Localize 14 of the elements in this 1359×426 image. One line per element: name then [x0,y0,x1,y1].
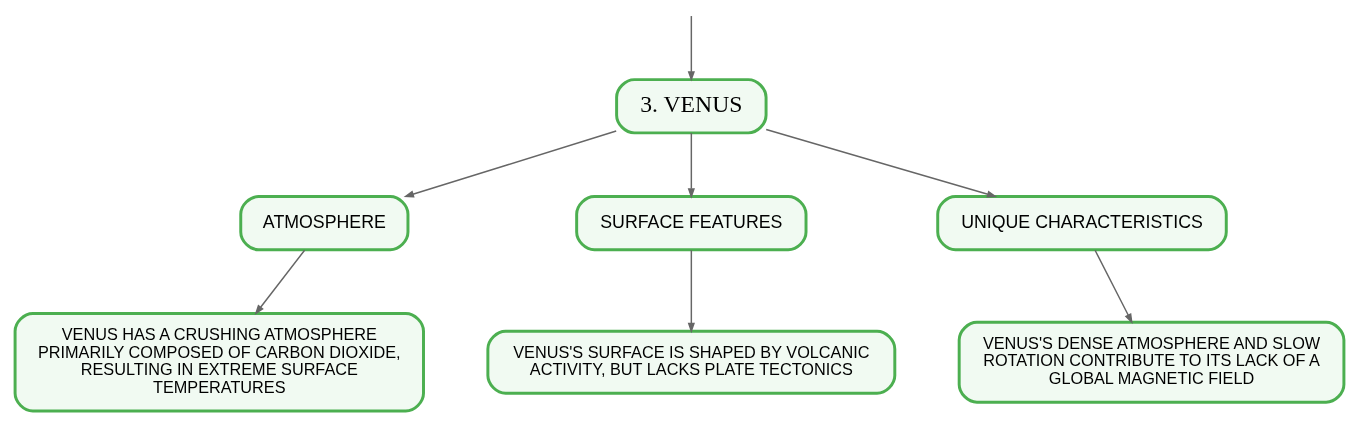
arrow [403,130,617,198]
arrow [687,15,695,82]
arrow [687,249,695,334]
arrow [687,132,695,199]
node-box: 3. VENUS [615,78,768,135]
node-box: ATMOSPHERE [239,195,410,252]
arrow [254,249,306,315]
arrow [1094,249,1133,324]
arrow [765,128,998,198]
node-box: UNIQUE CHARACTERISTICS [936,195,1228,252]
node-box: VENUS HAS A CRUSHING ATMOSPHERE PRIMARILY COMPOSED OF CARBON DIOXIDE, RESULTING IN EXTREME SURFACE TEMPERATURES [13,311,425,413]
node-box: VENUS'S DENSE ATMOSPHERE AND SLOW ROTATION CONTRIBUTE TO ITS LACK OF A GLOBAL MAGNETIC FIELD [957,320,1346,404]
node-box: VENUS'S SURFACE IS SHAPED BY VOLCANIC ACTIVITY, BUT LACKS PLATE TECTONICS [486,329,897,395]
node-box: SURFACE FEATURES [575,195,808,252]
